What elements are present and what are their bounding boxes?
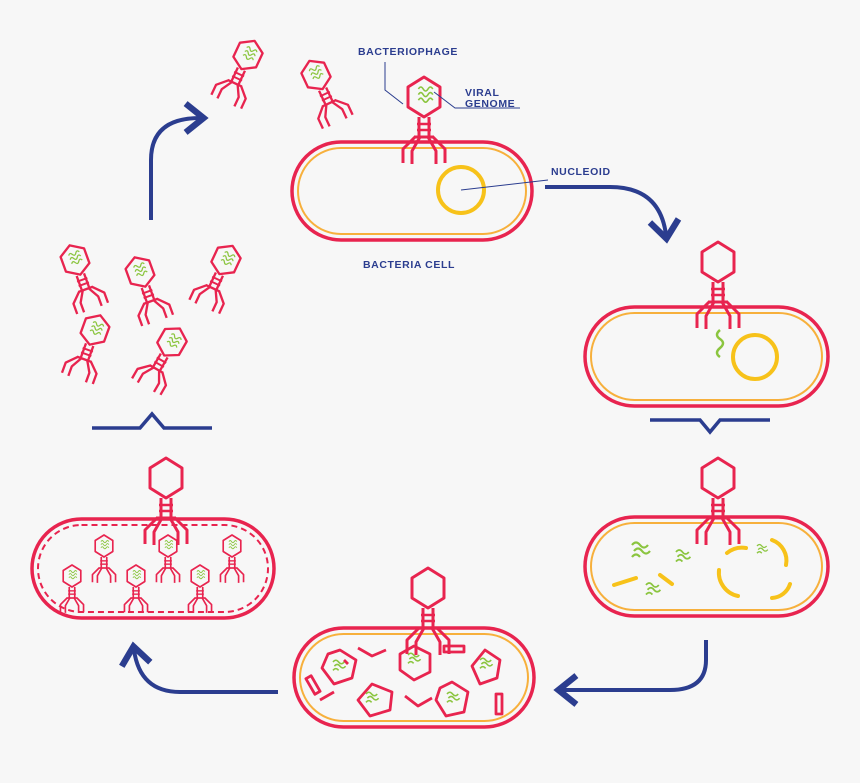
arrow-attachment-to-injection xyxy=(545,187,666,235)
bacteriophage-leader xyxy=(385,62,403,104)
stage-lysis-release xyxy=(54,239,247,396)
label-viral-genome-2: GENOME xyxy=(465,98,515,110)
label-nucleoid: NUCLEOID xyxy=(551,166,611,178)
arrow-assembly-to-maturation xyxy=(134,650,278,692)
released-phage xyxy=(189,239,247,314)
label-bacteriophage: BACTERIOPHAGE xyxy=(358,46,458,58)
bacteriophage xyxy=(697,242,739,329)
free-phages xyxy=(211,34,353,129)
nucleoid xyxy=(733,335,777,379)
bracket-down xyxy=(650,420,770,432)
stage-genome-injection xyxy=(585,242,828,406)
bracket-up xyxy=(92,414,212,428)
stage-attachment: BACTERIOPHAGE VIRAL GENOME NUCLEOID BACT… xyxy=(292,46,611,271)
bacteriophage xyxy=(407,568,449,655)
viral-genome-copies xyxy=(632,543,768,595)
released-phage xyxy=(54,240,108,315)
injected-viral-genome xyxy=(717,330,723,357)
released-phage xyxy=(62,310,116,385)
nucleoid-leader xyxy=(461,180,548,190)
free-phage xyxy=(211,34,269,109)
free-phage xyxy=(295,54,353,129)
stage-assembly xyxy=(294,568,534,727)
arrow-release-to-attachment xyxy=(151,118,200,220)
bacteriophage xyxy=(145,458,187,545)
released-phage xyxy=(132,320,194,395)
new-phages xyxy=(60,535,243,613)
bacteriophage xyxy=(697,458,739,545)
assembling-capsids xyxy=(306,646,502,716)
bacteriophage xyxy=(403,77,445,164)
released-phage xyxy=(119,252,173,327)
label-bacteria-cell: BACTERIA CELL xyxy=(363,259,455,271)
stage-genome-replication xyxy=(585,458,828,616)
arrow-replication-to-assembly xyxy=(562,640,706,690)
stage-maturation xyxy=(32,458,274,618)
